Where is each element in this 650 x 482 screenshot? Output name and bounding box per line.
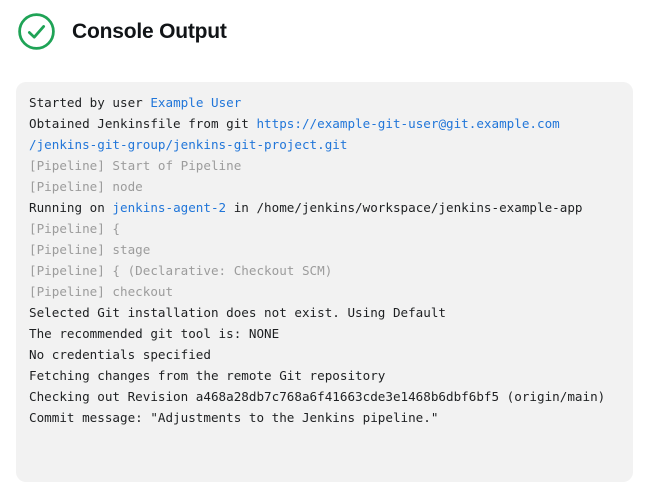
console-output-header: Console Output (17, 12, 227, 51)
console-link[interactable]: Example User (150, 95, 242, 110)
console-text: [Pipeline] { (Declarative: Checkout SCM) (29, 263, 333, 278)
console-line: Started by user Example User (29, 92, 627, 113)
console-text: Running on (29, 200, 113, 215)
console-text: Commit message: "Adjustments to the Jenk… (29, 410, 439, 425)
console-text: Fetching changes from the remote Git rep… (29, 368, 386, 383)
console-text: Obtained Jenkinsfile from git (29, 116, 257, 131)
console-text: The recommended git tool is: NONE (29, 326, 280, 341)
console-text: Selected Git installation does not exist… (29, 305, 447, 320)
console-line: Checking out Revision a468a28db7c768a6f4… (29, 386, 627, 407)
console-text: [Pipeline] stage (29, 242, 151, 257)
console-text: No credentials specified (29, 347, 211, 362)
console-text: Started by user (29, 95, 151, 110)
console-text: [Pipeline] node (29, 179, 143, 194)
console-line: [Pipeline] stage (29, 239, 627, 260)
console-text: in /home/jenkins/workspace/jenkins-examp… (226, 200, 583, 215)
console-line: No credentials specified (29, 344, 627, 365)
console-text: [Pipeline] { (29, 221, 120, 236)
console-link[interactable]: https://example-git-user@git.example.com (256, 116, 560, 131)
console-line: Selected Git installation does not exist… (29, 302, 627, 323)
console-link[interactable]: jenkins-agent-2 (112, 200, 227, 215)
console-line: [Pipeline] checkout (29, 281, 627, 302)
console-link[interactable]: /jenkins-git-group/jenkins-git-project.g… (29, 137, 348, 152)
console-line: [Pipeline] node (29, 176, 627, 197)
console-line: [Pipeline] { (29, 218, 627, 239)
console-line: Fetching changes from the remote Git rep… (29, 365, 627, 386)
console-line: [Pipeline] { (Declarative: Checkout SCM) (29, 260, 627, 281)
console-line: [Pipeline] Start of Pipeline (29, 155, 627, 176)
console-text: [Pipeline] checkout (29, 284, 174, 299)
console-text: [Pipeline] Start of Pipeline (29, 158, 242, 173)
console-line: Commit message: "Adjustments to the Jenk… (29, 407, 627, 428)
console-line: The recommended git tool is: NONE (29, 323, 627, 344)
console-line: Obtained Jenkinsfile from git https://ex… (29, 113, 627, 134)
check-circle-icon (18, 13, 55, 50)
page-title: Console Output (72, 20, 227, 43)
console-line: Running on jenkins-agent-2 in /home/jenk… (29, 197, 627, 218)
console-text: Checking out Revision a468a28db7c768a6f4… (29, 389, 606, 404)
console-line: /jenkins-git-group/jenkins-git-project.g… (29, 134, 627, 155)
